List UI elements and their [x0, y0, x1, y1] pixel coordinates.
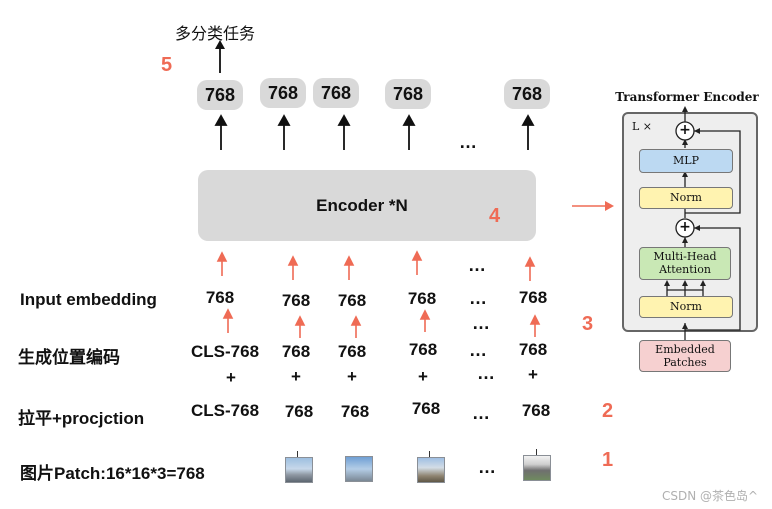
between-ellipsis: … — [472, 313, 490, 333]
patch-tick — [429, 451, 430, 457]
position-value: 768 — [518, 340, 548, 359]
row-label-flatten: 拉平+procjction — [18, 409, 145, 428]
norm-block-upper: Norm — [639, 187, 733, 209]
plus-sign: + — [347, 367, 357, 386]
patch-image — [523, 455, 551, 481]
plus-ellipsis: … — [477, 363, 495, 383]
embedding-ellipsis: … — [468, 255, 486, 275]
row-label-patch: 图片Patch:16*16*3=768 — [20, 464, 205, 483]
step-2: 2 — [602, 400, 614, 422]
flatten-value: 768 — [284, 402, 314, 421]
step-5: 5 — [161, 54, 173, 76]
input-embedding-value: 768 — [281, 291, 311, 310]
position-value: CLS-768 — [191, 342, 260, 361]
row-label-position: 生成位置编码 — [18, 348, 120, 367]
mlp-block: MLP — [639, 149, 733, 173]
plus-sign: + — [291, 367, 301, 386]
input-embedding-value: 768 — [337, 291, 367, 310]
plus-sign: + — [528, 365, 538, 384]
output-ellipsis: … — [459, 132, 477, 152]
step-3: 3 — [582, 313, 594, 335]
task-arrow — [215, 40, 225, 73]
input-embedding-value: 768 — [518, 288, 548, 307]
patch-ellipsis: … — [478, 457, 496, 477]
output-token: 768 — [260, 78, 306, 108]
input-embedding-value: 768 — [205, 288, 235, 307]
patch-image — [285, 457, 313, 483]
encoder-block — [198, 170, 536, 241]
position-value: 768 — [337, 342, 367, 361]
plus-sign: + — [418, 367, 428, 386]
task-label: 多分类任务 — [175, 26, 256, 43]
watermark-credit: CSDN @茶色岛^ — [662, 489, 759, 503]
position-value: 768 — [281, 342, 311, 361]
patch-tick — [536, 449, 537, 455]
transformer-title: Transformer Encoder — [615, 90, 759, 104]
norm-block-lower: Norm — [639, 296, 733, 318]
detail-arrow — [572, 201, 614, 211]
flatten-value: 768 — [521, 401, 551, 420]
plus-sign: + — [226, 368, 236, 387]
transformer-repeat: L × — [632, 120, 653, 133]
patch-image — [345, 456, 373, 482]
add-circle-upper: + — [679, 122, 691, 138]
output-token: 768 — [385, 79, 431, 109]
embedded-patches-block: Embedded Patches — [639, 340, 731, 372]
output-token: 768 — [197, 80, 243, 110]
input-embedding-value: 768 — [407, 289, 437, 308]
output-token: 768 — [313, 78, 359, 108]
add-circle-lower: + — [679, 219, 691, 235]
flatten-value: CLS-768 — [191, 401, 260, 420]
step-4: 4 — [489, 205, 501, 227]
patch-tick — [297, 451, 298, 457]
step-1: 1 — [602, 449, 614, 471]
position-ellipsis: … — [469, 340, 487, 360]
input-embedding-ellipsis: … — [469, 288, 487, 308]
attention-block: Multi-Head Attention — [639, 247, 731, 280]
output-token: 768 — [504, 79, 550, 109]
flatten-value: 768 — [340, 402, 370, 421]
position-value: 768 — [408, 340, 438, 359]
flatten-ellipsis: … — [472, 403, 490, 423]
row-label-input-embedding: Input embedding — [20, 290, 157, 309]
flatten-value: 768 — [411, 399, 441, 418]
encoder-label: Encoder *N — [316, 196, 408, 215]
patch-image — [417, 457, 445, 483]
